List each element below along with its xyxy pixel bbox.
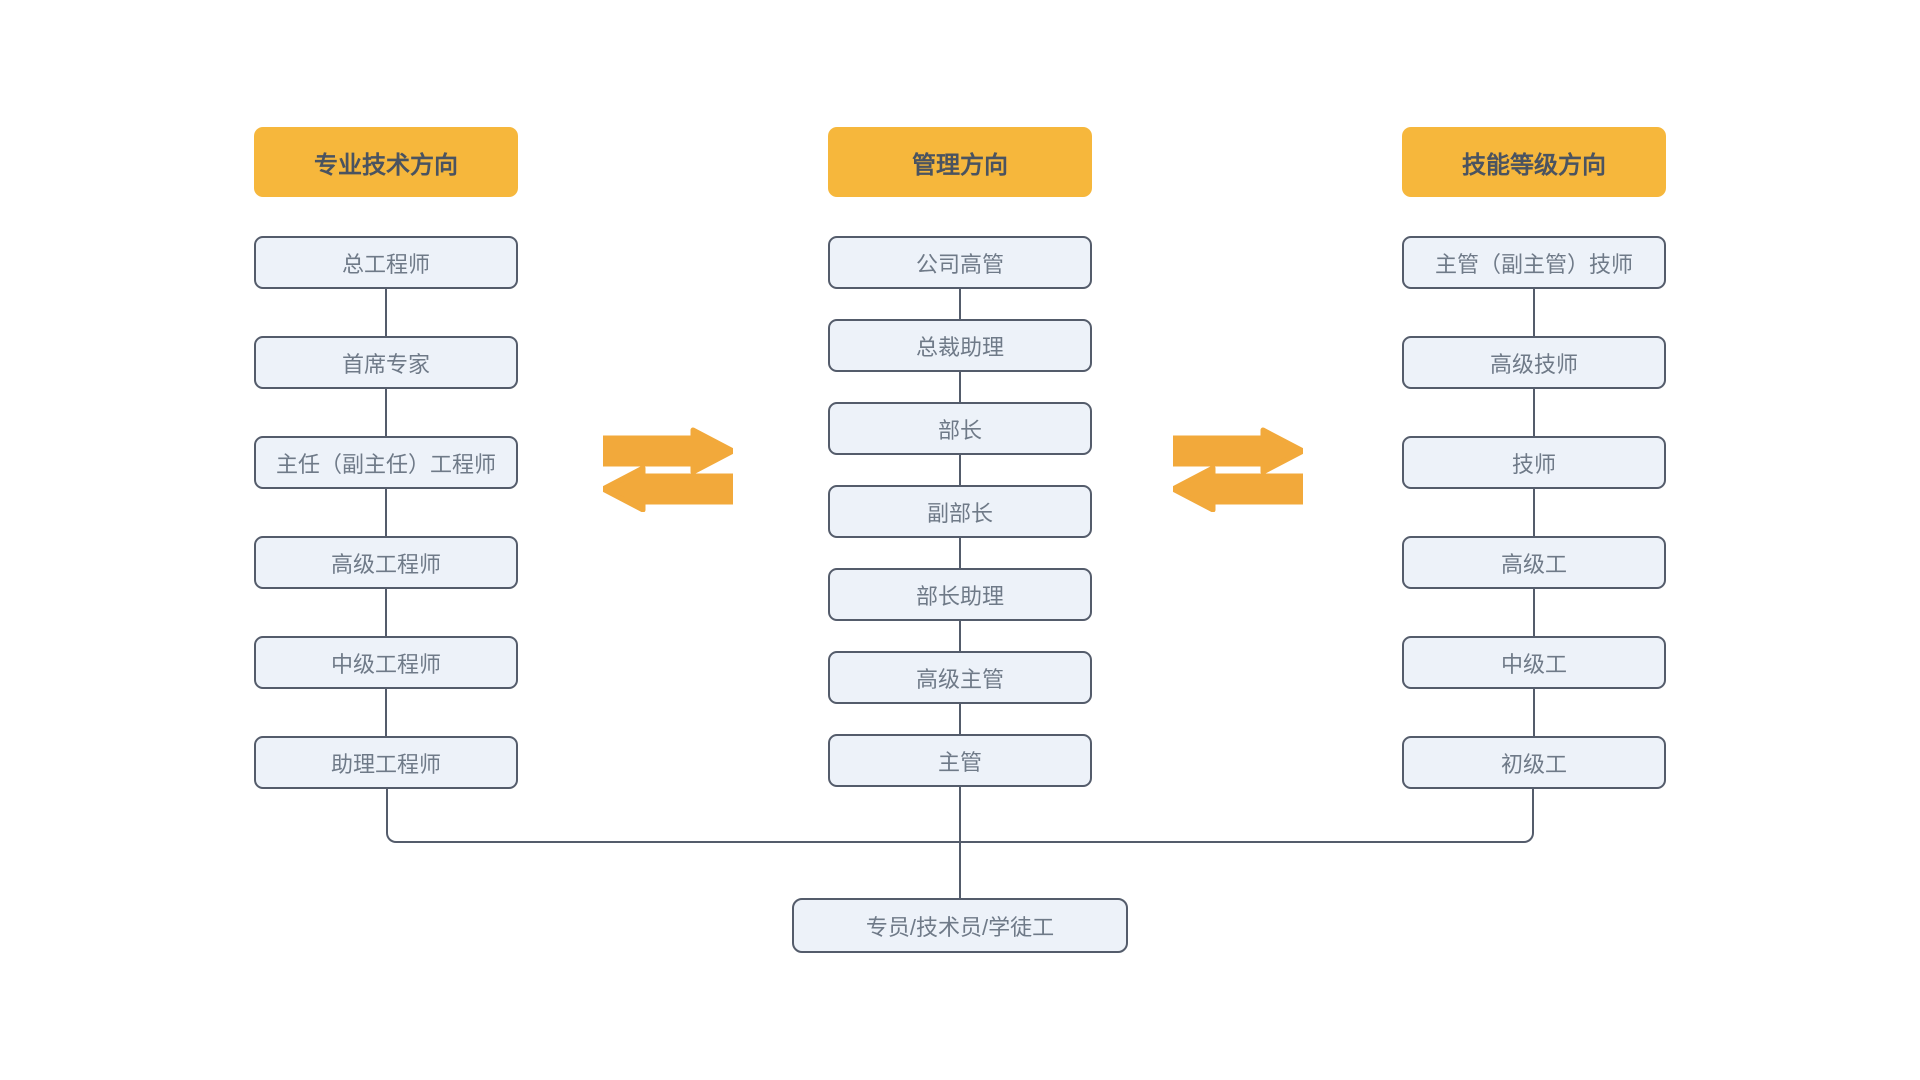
level-node-skill-grade-2: 技师: [1402, 436, 1666, 489]
connector-skill-grade-0: [1533, 289, 1535, 336]
connector-professional-technical-0: [385, 289, 387, 336]
connector-management-0: [959, 289, 961, 319]
arrow-right-icon: [603, 427, 733, 475]
connector-management-1: [959, 372, 961, 402]
column-header-management: 管理方向: [828, 127, 1092, 197]
connector-skill-grade-4: [1533, 689, 1535, 736]
connector-management-2: [959, 455, 961, 485]
connector-management-3: [959, 538, 961, 568]
connector-professional-technical-4: [385, 689, 387, 736]
swap-arrows-left-icon: [603, 427, 733, 512]
column-header-professional-technical: 专业技术方向: [254, 127, 518, 197]
connector-professional-technical-3: [385, 589, 387, 636]
column-header-skill-grade: 技能等级方向: [1402, 127, 1666, 197]
level-node-professional-technical-3: 高级工程师: [254, 536, 518, 589]
connector-middle-to-base: [959, 787, 961, 898]
connector-skill-grade-2: [1533, 489, 1535, 536]
level-node-management-6: 主管: [828, 734, 1092, 787]
level-node-skill-grade-3: 高级工: [1402, 536, 1666, 589]
level-node-management-5: 高级主管: [828, 651, 1092, 704]
arrow-right-icon: [1173, 427, 1303, 475]
level-node-management-0: 公司高管: [828, 236, 1092, 289]
level-node-professional-technical-5: 助理工程师: [254, 736, 518, 789]
level-node-skill-grade-0: 主管（副主管）技师: [1402, 236, 1666, 289]
level-node-management-3: 副部长: [828, 485, 1092, 538]
connector-skill-grade-3: [1533, 589, 1535, 636]
swap-arrows-right-icon: [1173, 427, 1303, 512]
connector-management-5: [959, 704, 961, 734]
level-node-skill-grade-5: 初级工: [1402, 736, 1666, 789]
level-node-professional-technical-1: 首席专家: [254, 336, 518, 389]
connector-professional-technical-1: [385, 389, 387, 436]
connector-skill-grade-1: [1533, 389, 1535, 436]
base-node: 专员/技术员/学徒工: [792, 898, 1128, 953]
level-node-skill-grade-4: 中级工: [1402, 636, 1666, 689]
level-node-professional-technical-4: 中级工程师: [254, 636, 518, 689]
level-node-professional-technical-2: 主任（副主任）工程师: [254, 436, 518, 489]
level-node-skill-grade-1: 高级技师: [1402, 336, 1666, 389]
arrow-left-icon: [1173, 465, 1303, 512]
level-node-management-1: 总裁助理: [828, 319, 1092, 372]
connector-management-4: [959, 621, 961, 651]
level-node-professional-technical-0: 总工程师: [254, 236, 518, 289]
connector-professional-technical-2: [385, 489, 387, 536]
level-node-management-4: 部长助理: [828, 568, 1092, 621]
level-node-management-2: 部长: [828, 402, 1092, 455]
arrow-left-icon: [603, 465, 733, 512]
base-node-label: 专员/技术员/学徒工: [865, 914, 1055, 940]
